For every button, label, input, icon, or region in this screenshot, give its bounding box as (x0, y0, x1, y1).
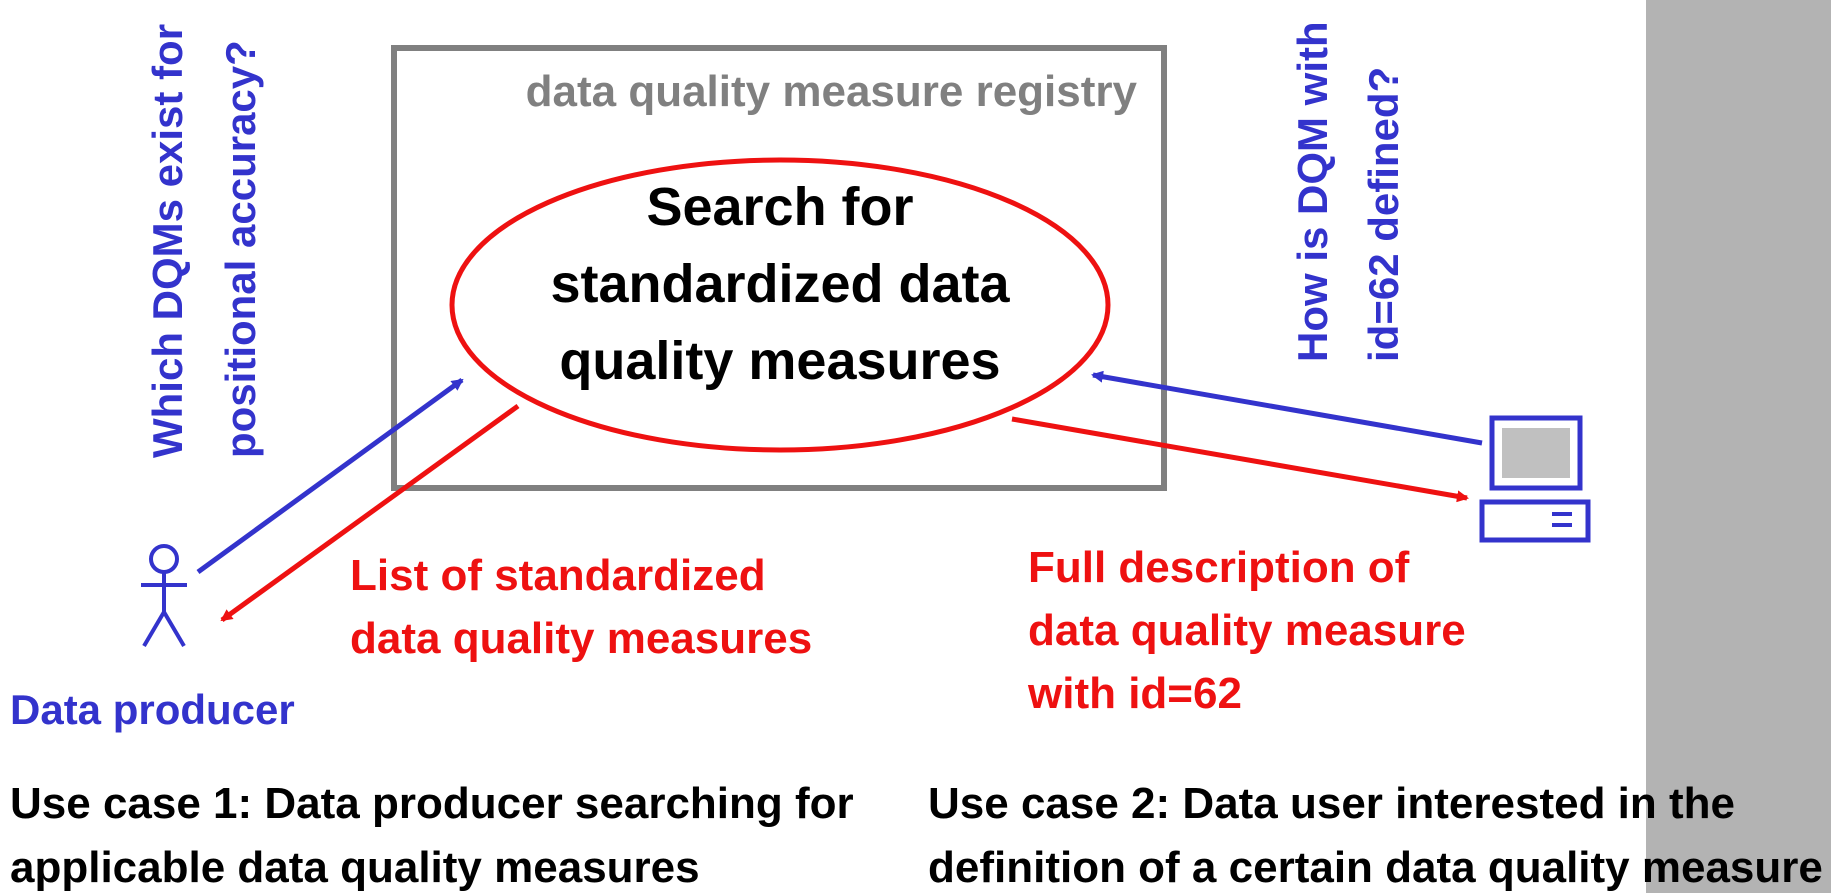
registry-box (391, 45, 1167, 491)
registry-label: data quality measure registry (526, 67, 1138, 116)
uc1-response-line-2: data quality measures (350, 614, 812, 663)
uc1-response-arrow (220, 403, 520, 623)
search-label-line-2: standardized data (550, 254, 1010, 314)
uc1-response-line-1: List of standardized (350, 551, 766, 600)
computer-icon (1479, 415, 1591, 543)
actor-label: Data producer (10, 686, 295, 733)
uc2-response-arrow (1011, 416, 1469, 503)
uc2-response-line-1: Full description of (1028, 543, 1410, 592)
uc1-request-arrow (196, 377, 464, 575)
uc1-caption-line-2: applicable data quality measures (10, 843, 700, 892)
side-panel (1646, 0, 1831, 893)
uc2-caption-line-2: definition of a certain data quality mea… (928, 843, 1823, 892)
uc1-question-line-2: positional accuracy? (217, 40, 264, 458)
search-label-line-3: quality measures (559, 331, 1000, 391)
uc2-question-line-1: How is DQM with (1289, 21, 1336, 362)
uc2-question-line-2: id=62 defined? (1360, 67, 1407, 362)
uc1-caption-line-1: Use case 1: Data producer searching for (10, 779, 854, 828)
uc2-request-arrow (1091, 370, 1483, 446)
uc2-response-line-3: with id=62 (1027, 669, 1242, 718)
stick-figure-icon (141, 544, 187, 648)
search-label-line-1: Search for (646, 177, 913, 237)
uc1-question-line-1: Which DQMs exist for (144, 24, 191, 458)
search-use-case-ellipse (449, 157, 1111, 453)
uc2-caption-line-1: Use case 2: Data user interested in the (928, 779, 1735, 828)
uc2-response-line-2: data quality measure (1028, 606, 1466, 655)
